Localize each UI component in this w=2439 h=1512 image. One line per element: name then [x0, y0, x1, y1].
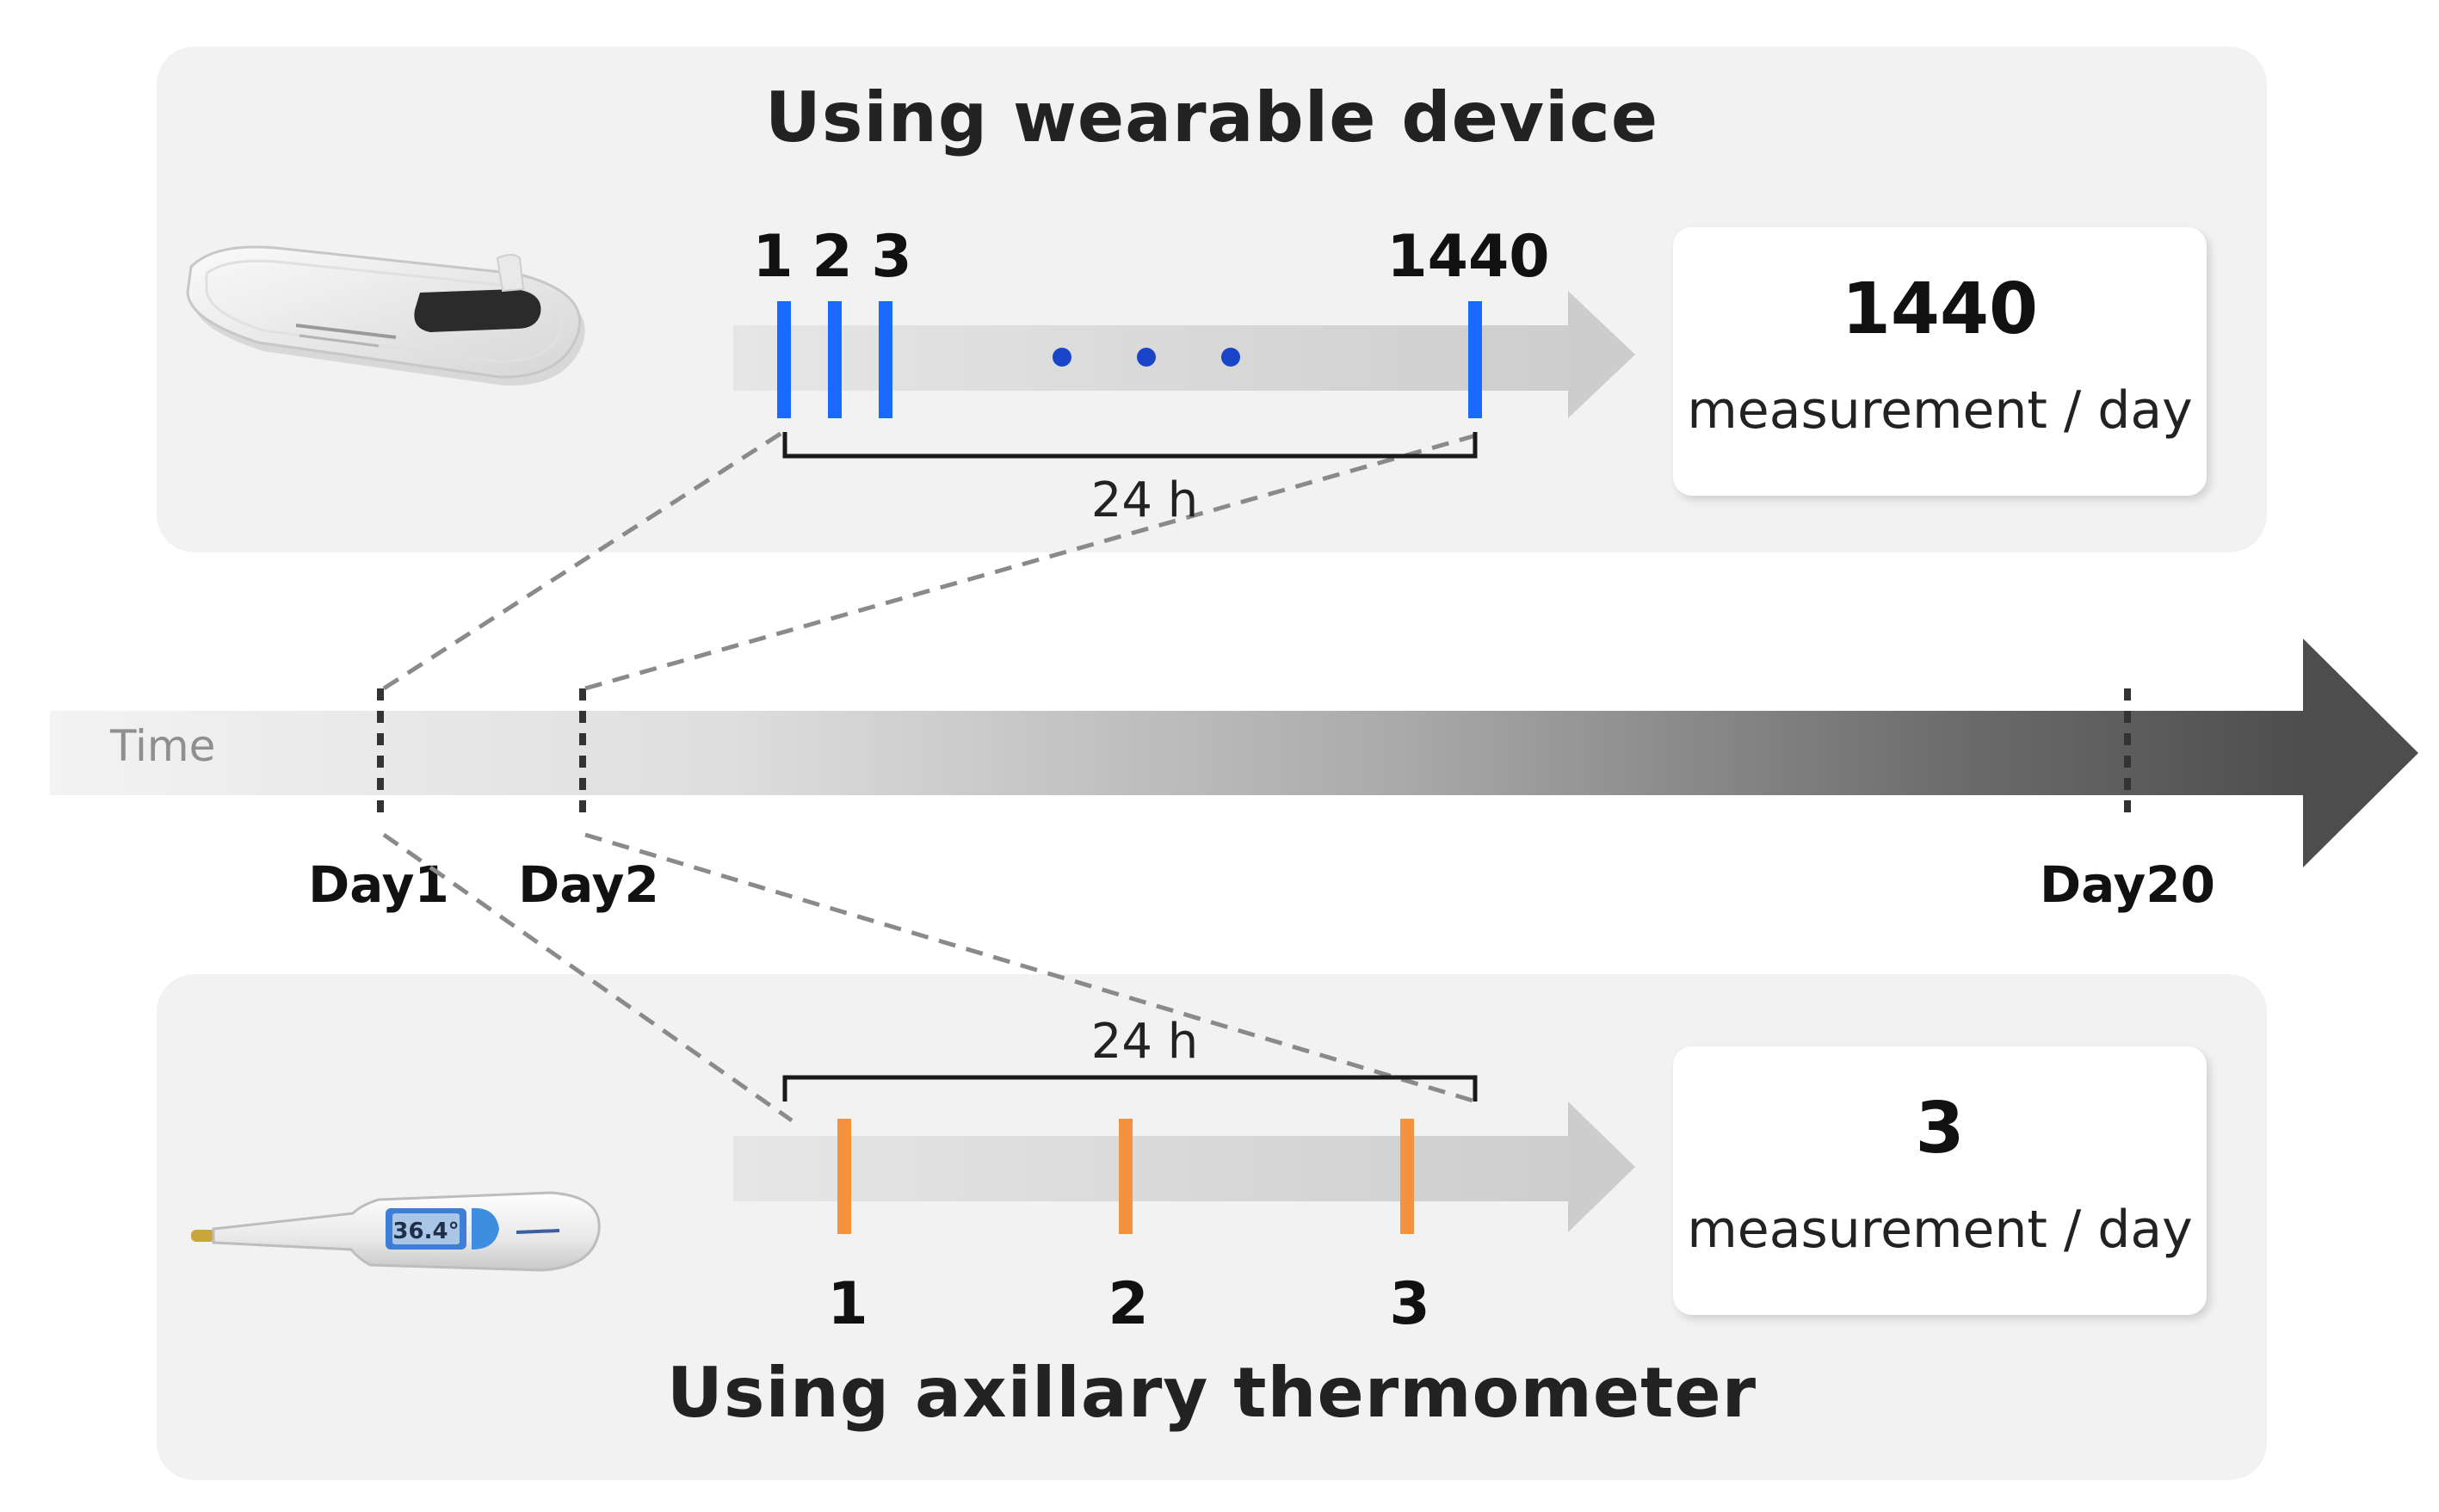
wearable-tick-label-1440: 1440 — [1386, 223, 1549, 291]
axillary-tick-label-2: 2 — [1108, 1270, 1148, 1338]
thermometer-icon: 36.4° — [191, 1191, 601, 1272]
axillary-day-arrow — [733, 1102, 1635, 1232]
wearable-24h-bracket — [782, 432, 1478, 459]
wearable-patch-icon — [186, 245, 585, 386]
axillary-title: Using axillary thermometer — [666, 1353, 1757, 1433]
wearable-tick-1 — [777, 301, 791, 418]
ellipsis-dot-3 — [1221, 348, 1240, 367]
axillary-result-unit: measurement / day — [1687, 1200, 2193, 1260]
axillary-24h-label: 24 h — [1091, 1014, 1199, 1070]
wearable-tick-1440 — [1468, 301, 1482, 418]
wearable-title: Using wearable device — [764, 77, 1659, 157]
time-arrow — [50, 639, 2418, 867]
axillary-result-box: 3 measurement / day — [1673, 1046, 2207, 1315]
wearable-tick-label-3: 3 — [871, 223, 911, 291]
axillary-tick-label-1: 1 — [827, 1270, 868, 1338]
day1-label: Day1 — [308, 855, 449, 914]
zoom-connectors — [382, 429, 1477, 1123]
ellipsis-dot-1 — [1053, 348, 1071, 367]
thermometer-display-reading: 36.4° — [392, 1219, 459, 1244]
wearable-tick-label-2: 2 — [812, 223, 852, 291]
axillary-result-value: 3 — [1915, 1088, 1965, 1169]
day2-label: Day2 — [518, 855, 659, 914]
axillary-tick-1 — [837, 1119, 851, 1234]
wearable-tick-2 — [828, 301, 842, 418]
wearable-tick-label-1: 1 — [752, 223, 793, 291]
time-label: Time — [109, 721, 215, 771]
day20-label: Day20 — [2040, 855, 2215, 914]
ellipsis-dot-2 — [1137, 348, 1156, 367]
wearable-result-value: 1440 — [1841, 268, 2039, 350]
wearable-result-unit: measurement / day — [1687, 380, 2193, 441]
axillary-tick-label-3: 3 — [1389, 1270, 1429, 1338]
wearable-day-arrow — [733, 291, 1635, 418]
axillary-tick-3 — [1400, 1119, 1414, 1234]
axillary-tick-2 — [1119, 1119, 1133, 1234]
axillary-24h-bracket — [782, 1075, 1478, 1102]
wearable-result-box: 1440 measurement / day — [1673, 227, 2207, 496]
wearable-24h-label: 24 h — [1091, 472, 1199, 528]
wearable-tick-3 — [879, 301, 892, 418]
